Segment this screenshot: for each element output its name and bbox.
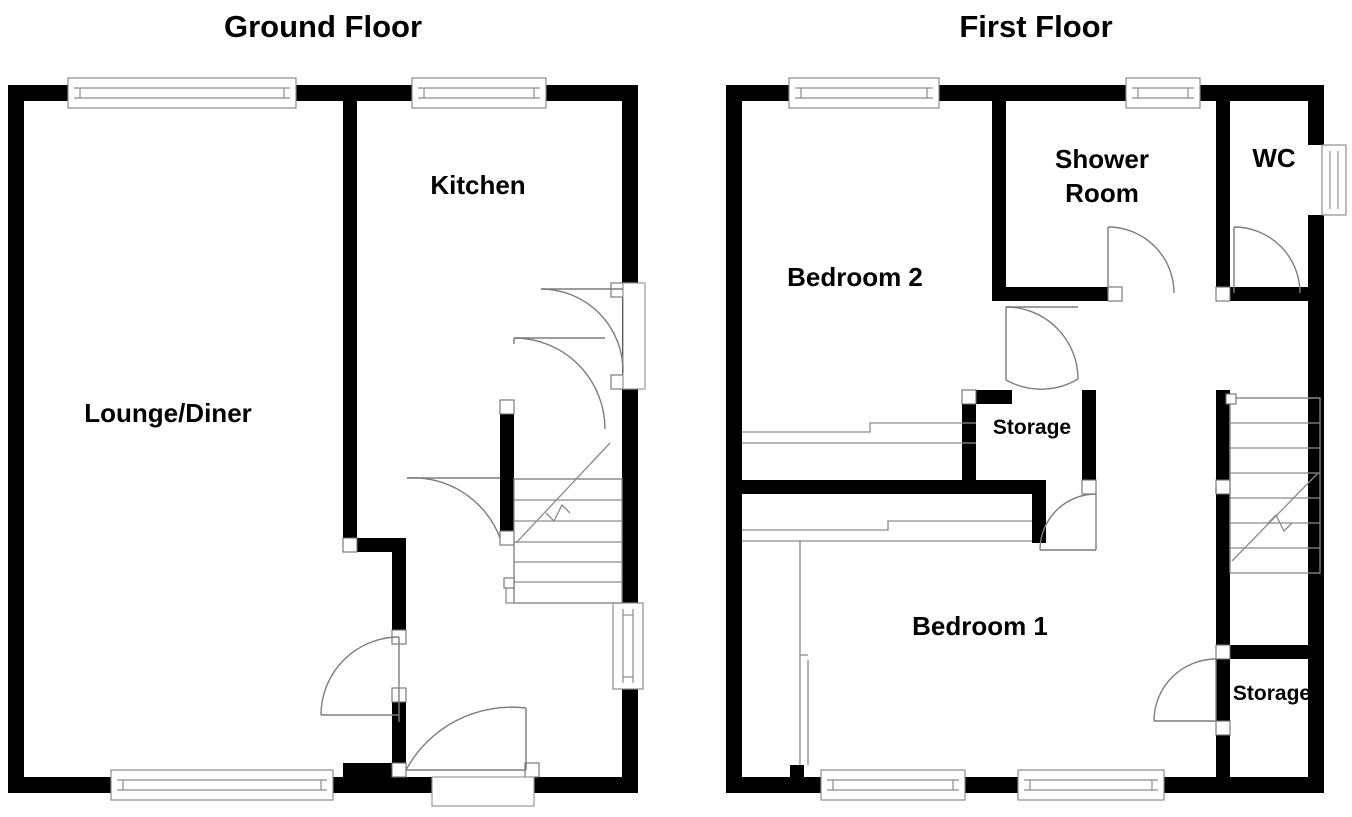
first-floor-group: First Floor [726, 9, 1347, 801]
wall-gf-kitchen-hall [500, 400, 514, 545]
wall-ff-bed1-stub-bottom [790, 765, 804, 779]
jamb-ff-storage-lower-a [1215, 644, 1231, 660]
first-floor-windows [788, 77, 1347, 801]
jamb-ff-storage-bottom [1081, 479, 1097, 495]
wall-gf-hall-vertical [392, 538, 406, 630]
room-label-lounge-diner: Lounge/Diner [84, 398, 252, 428]
jamb-gf-kitchen-door-a [499, 399, 515, 415]
jamb-gf-back-door-top [610, 282, 624, 298]
room-label-shower-room-line2: Room [1065, 178, 1139, 208]
wall-gf-right-lower [622, 688, 638, 793]
jamb-gf-front-door-left [391, 762, 407, 778]
wall-gf-hall-stub-top [343, 538, 405, 552]
window-ff-bed1-bottom-right [1017, 769, 1165, 801]
wall-ff-left [726, 85, 742, 793]
room-label-shower-room-line1: Shower [1055, 144, 1149, 174]
wall-gf-left [8, 85, 24, 793]
door-gf-lounge [406, 477, 501, 539]
jamb-ff-storage-lower-b [1215, 720, 1231, 736]
door-gf-kitchen-inner [513, 337, 606, 430]
door-ff-bedroom-2 [1005, 306, 1079, 390]
room-label-storage-lower: Storage [1233, 682, 1311, 705]
wall-ff-shower-wc [1216, 93, 1230, 301]
wall-ff-bed1-landing-vert [1032, 480, 1046, 543]
jamb-gf-front-door-right [524, 762, 540, 778]
wall-ff-storage-lower-left [1216, 735, 1230, 793]
wall-ff-wc-bottom [1216, 287, 1324, 301]
jamb-ff-bed1-door [1215, 479, 1231, 495]
first-floor-title: First Floor [959, 9, 1112, 44]
jamb-ff-shower-door [1107, 286, 1123, 302]
wall-gf-hall-vertical-lower [392, 700, 406, 777]
jamb-gf-lounge-door-a [342, 537, 358, 553]
first-floor-fitted-units [742, 422, 1032, 765]
wall-ff-right-lower [1308, 215, 1324, 793]
ground-floor-windows [67, 77, 644, 801]
jamb-ff-wc-door [1215, 286, 1231, 302]
window-ff-shower-top [1125, 77, 1201, 109]
wall-ff-landing-bed1 [726, 480, 1046, 494]
room-label-bedroom-1: Bedroom 1 [912, 611, 1048, 641]
wall-ff-right-upper [1308, 85, 1324, 145]
first-floor-doors [1005, 226, 1301, 722]
door-gf-front-entrance [405, 706, 535, 807]
room-label-storage-upper: Storage [993, 416, 1071, 439]
room-label-bedroom-2: Bedroom 2 [787, 262, 923, 292]
window-gf-hall-right [612, 602, 644, 690]
window-gf-lounge-top [67, 77, 297, 109]
jamb-ff-storage-door [961, 389, 977, 405]
door-ff-shower-room [1107, 226, 1175, 294]
door-ff-wc [1233, 226, 1301, 294]
room-label-kitchen: Kitchen [430, 170, 525, 200]
room-label-wc: WC [1252, 143, 1296, 173]
wall-gf-porch-left [343, 763, 406, 777]
door-ff-storage-upper [1039, 493, 1097, 551]
first-floor-staircase [1225, 393, 1321, 574]
wall-ff-storage-lower-top [1216, 645, 1324, 659]
door-gf-kitchen-rear [540, 282, 646, 390]
window-ff-wc-right [1321, 144, 1347, 216]
window-ff-bed1-bottom-left [820, 769, 966, 801]
door-ff-storage-lower [1153, 658, 1217, 722]
wall-ff-storage-left [962, 390, 976, 480]
wall-gf-lounge-divider [343, 93, 357, 545]
jamb-gf-back-door-bottom [610, 374, 624, 390]
wall-ff-shower-bottom [992, 287, 1122, 301]
jamb-gf-kitchen-door-b [499, 530, 515, 546]
window-ff-bed2-top [788, 77, 940, 109]
wall-ff-bed2-shower [992, 93, 1006, 301]
ground-floor-doors [320, 282, 646, 807]
ground-floor-title: Ground Floor [224, 9, 422, 44]
wall-ff-storage-right [1082, 390, 1096, 480]
door-gf-lounge-lower [320, 636, 400, 722]
ground-floor-group: Ground Floor [8, 9, 646, 807]
ground-floor-staircase [503, 442, 623, 604]
window-gf-kitchen-top [411, 77, 547, 109]
window-gf-lounge-bottom [110, 769, 334, 801]
